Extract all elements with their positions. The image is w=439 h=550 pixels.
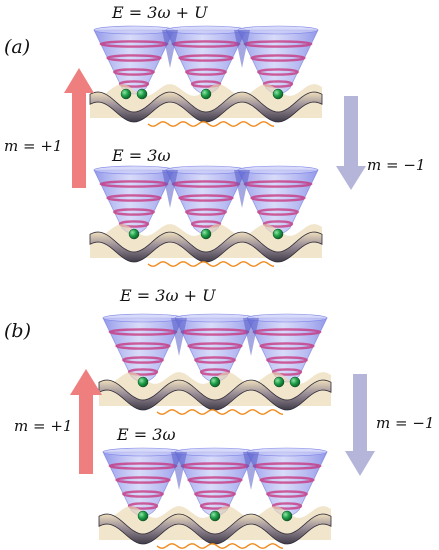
atom-sphere xyxy=(200,88,212,100)
atom-sphere xyxy=(209,376,221,388)
atom-sphere xyxy=(281,510,293,522)
panel-a-upper-energy: E = 3ω + U xyxy=(112,3,208,22)
potential-cone xyxy=(174,447,256,517)
potential-cone xyxy=(165,165,247,235)
panel-b-lower-lattice xyxy=(98,447,332,549)
potential-cone xyxy=(93,25,175,95)
potential-cone xyxy=(246,313,328,383)
panel-a-up-transition: m = +1 xyxy=(4,137,63,155)
panel-a-label: (a) xyxy=(4,36,31,58)
lavender-down-arrow-icon xyxy=(336,96,366,190)
optical-lattice-surface xyxy=(89,91,323,123)
panel-b-upper-energy: E = 3ω + U xyxy=(120,286,216,305)
optical-lattice-surface xyxy=(98,379,332,411)
atom-sphere xyxy=(128,228,140,240)
potential-cone xyxy=(102,447,184,517)
coupling-wave xyxy=(156,543,283,549)
red-up-arrow-icon xyxy=(64,68,94,188)
atom-sphere xyxy=(209,510,221,522)
optical-lattice-surface xyxy=(98,513,332,545)
atom-sphere xyxy=(273,376,285,388)
potential-cone xyxy=(237,25,319,95)
optical-lattice-surface xyxy=(89,231,323,263)
potential-cone xyxy=(102,313,184,383)
lavender-down-arrow-icon xyxy=(345,374,375,476)
panel-a-lower-lattice xyxy=(89,165,323,267)
atom-sphere xyxy=(120,88,132,100)
panel-a-upper-lattice xyxy=(89,25,323,127)
red-up-arrow-icon xyxy=(70,369,102,474)
atom-sphere xyxy=(272,228,284,240)
panel-b-up-transition: m = +1 xyxy=(14,417,73,435)
atom-sphere xyxy=(289,376,301,388)
potential-cone xyxy=(174,313,256,383)
panel-b-label: (b) xyxy=(4,320,31,342)
coupling-wave xyxy=(156,409,283,415)
atom-sphere xyxy=(136,88,148,100)
panel-b-lower-energy: E = 3ω xyxy=(117,425,176,444)
atom-sphere xyxy=(272,88,284,100)
atom-sphere xyxy=(137,376,149,388)
panel-a-lower-energy: E = 3ω xyxy=(112,146,171,165)
panel-a-down-transition: m = −1 xyxy=(367,156,426,174)
potential-cone xyxy=(237,165,319,235)
potential-cone xyxy=(246,447,328,517)
atom-sphere xyxy=(200,228,212,240)
atom-sphere xyxy=(137,510,149,522)
panel-b-upper-lattice xyxy=(98,313,332,415)
panel-b-down-transition: m = −1 xyxy=(376,414,435,432)
coupling-wave xyxy=(147,121,274,127)
potential-cone xyxy=(93,165,175,235)
coupling-wave xyxy=(147,261,274,267)
potential-cone xyxy=(165,25,247,95)
